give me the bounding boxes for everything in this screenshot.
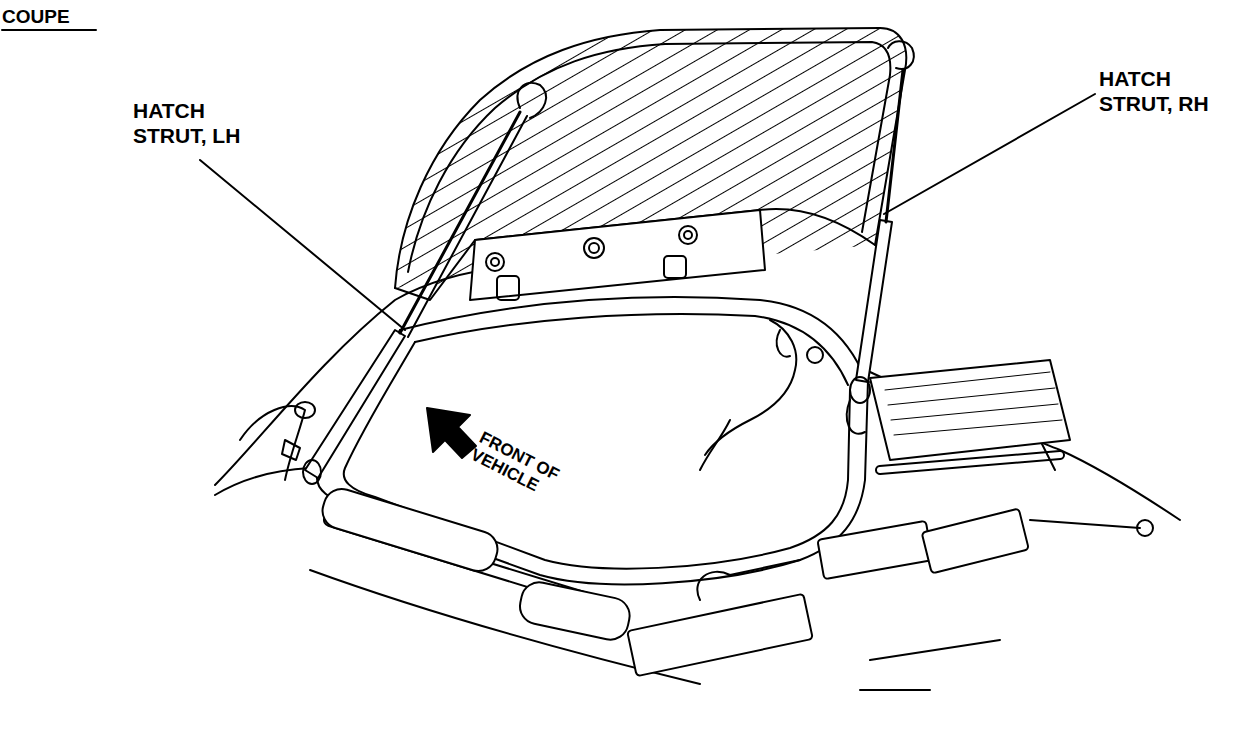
direction-label: FRONT OF VEHICLE <box>468 428 583 512</box>
part-label: HATCH STRUT, RH <box>1099 66 1244 116</box>
part-label: HATCH STRUT, LH <box>133 98 283 148</box>
diagram-title: COUPE <box>2 6 70 28</box>
